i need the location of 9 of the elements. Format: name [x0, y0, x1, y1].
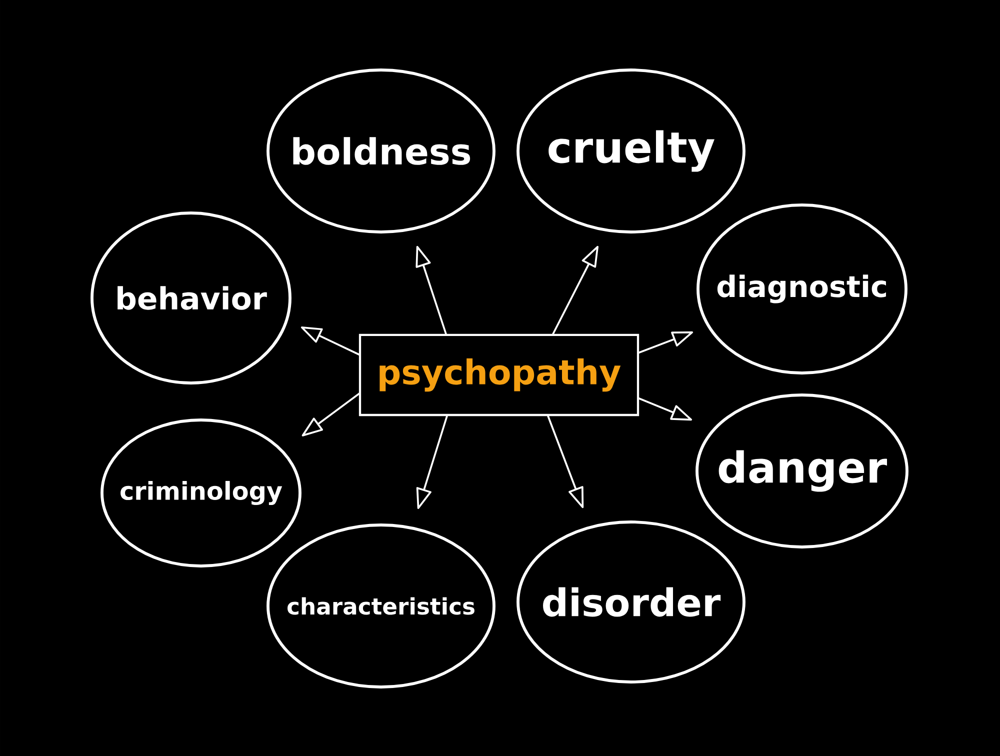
arrow — [547, 415, 584, 508]
arrow — [637, 397, 692, 421]
arrow — [416, 246, 447, 335]
arrow — [552, 246, 599, 335]
arrow — [416, 415, 448, 510]
arrow — [302, 392, 361, 436]
arrow — [300, 326, 361, 356]
central-topic-box: psychopathy — [358, 334, 640, 416]
arrow — [637, 331, 694, 354]
